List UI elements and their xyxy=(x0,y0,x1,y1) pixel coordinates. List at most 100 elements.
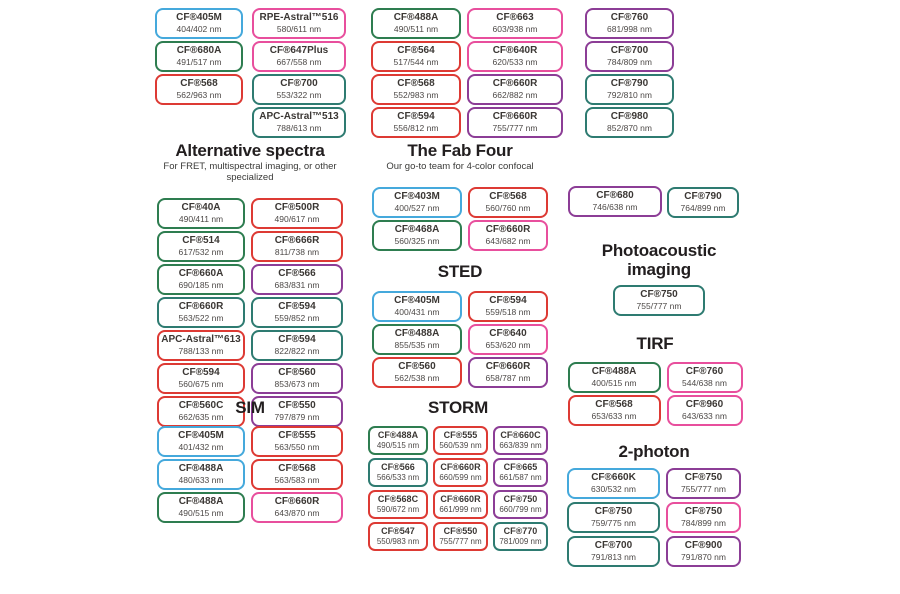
dye-ex-em: 643/682 nm xyxy=(485,236,531,246)
dye-name: CF®660R xyxy=(485,224,531,235)
dye-ex-em: 661/999 nm xyxy=(439,505,482,514)
dye-ex-em: 853/673 nm xyxy=(274,379,320,389)
dye-ex-em: 681/998 nm xyxy=(607,24,652,34)
dye-ex-em: 852/870 nm xyxy=(607,123,652,133)
dye-ex-em: 490/411 nm xyxy=(178,214,224,224)
dye-ex-em: 797/879 nm xyxy=(274,412,320,422)
dye-ex-em: 683/831 nm xyxy=(274,280,320,290)
dye-ex-em: 550/983 nm xyxy=(376,537,420,546)
dye-name: CF®700 xyxy=(610,45,649,56)
dye-ex-em: 490/617 nm xyxy=(274,214,320,224)
dye-ex-em: 490/515 nm xyxy=(178,508,224,518)
dye-name: CF®640 xyxy=(489,328,527,339)
dye-name: CF®750 xyxy=(684,472,723,483)
dye-name: CF®647Plus xyxy=(269,45,329,56)
dye-name: CF®40A xyxy=(181,202,221,213)
dye-ex-em: 562/963 nm xyxy=(176,90,222,100)
dye-ex-em: 563/550 nm xyxy=(274,442,320,452)
dye-ex-em: 755/777 nm xyxy=(681,484,726,494)
dye-name: CF®405M xyxy=(176,12,222,23)
dye-name: CF®566 xyxy=(278,268,316,279)
dye-name: CF®550 xyxy=(443,526,478,536)
dye-ex-em: 781/009 nm xyxy=(499,537,542,546)
dye-name: CF®550 xyxy=(278,400,316,411)
dye-ex-em: 746/638 nm xyxy=(592,202,638,212)
dye-ex-em: 660/799 nm xyxy=(499,505,542,514)
dye-ex-em: 603/938 nm xyxy=(492,24,538,34)
dye-ex-em: 617/532 nm xyxy=(178,247,224,257)
dye-ex-em: 480/633 nm xyxy=(178,475,224,485)
dye-ex-em: 401/432 nm xyxy=(178,442,224,452)
section-title: TIRF xyxy=(636,334,674,353)
dye-ex-em: 755/777 nm xyxy=(492,123,538,133)
dye-name: RPE-Astral™516 xyxy=(259,12,339,23)
dye-ex-em: 544/638 nm xyxy=(682,378,727,388)
dye-ex-em: 560/325 nm xyxy=(394,236,440,246)
dye-name: CF®468A xyxy=(394,224,440,235)
dye-ex-em: 490/511 nm xyxy=(393,24,439,34)
section-title: STED xyxy=(437,262,483,281)
section-fab-four: The Fab Four Our go-to team for 4-color … xyxy=(368,141,552,251)
dye-name: CF®770 xyxy=(503,526,538,536)
dye-ex-em: 658/787 nm xyxy=(485,373,531,383)
dye-ex-em: 404/402 nm xyxy=(176,24,222,34)
dye-ex-em: 662/635 nm xyxy=(178,412,224,422)
section-title: Photoacoustic imaging xyxy=(601,241,717,279)
dye-name: CF®560 xyxy=(278,367,316,378)
section-alternative-spectra: Alternative spectra For FRET, multispect… xyxy=(146,141,354,427)
dye-name: CF®568C xyxy=(377,494,419,504)
dye-name: CF®560C xyxy=(178,400,224,411)
dye-ex-em: 643/870 nm xyxy=(274,508,320,518)
dye-name: CF®488A xyxy=(591,366,637,377)
dye-ex-em: 759/775 nm xyxy=(591,518,636,528)
dye-ex-em: 400/431 nm xyxy=(394,307,440,317)
dye-name: APC-Astral™513 xyxy=(259,111,339,122)
dye-name: CF®514 xyxy=(182,235,220,246)
dye-ex-em: 580/611 nm xyxy=(276,24,322,34)
dye-name: CF®594 xyxy=(182,367,220,378)
dye-ex-em: 400/515 nm xyxy=(591,378,637,388)
